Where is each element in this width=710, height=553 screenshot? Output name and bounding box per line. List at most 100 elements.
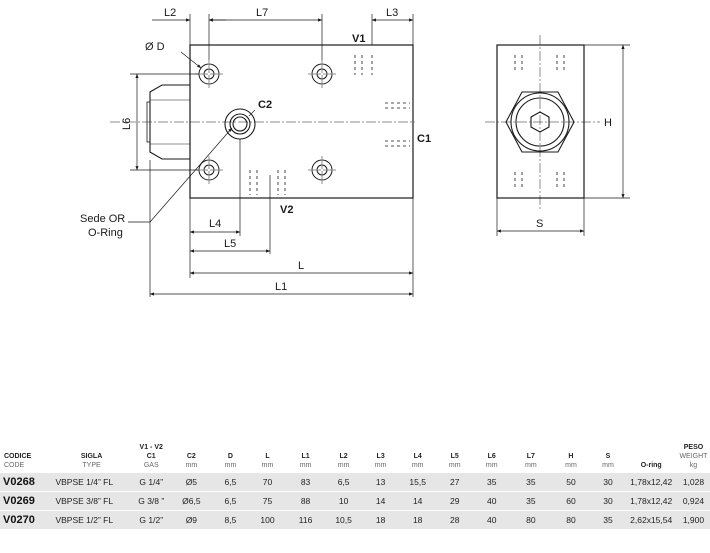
column-header: C2 mm bbox=[171, 428, 212, 473]
label-v2: V2 bbox=[280, 204, 293, 216]
front-view bbox=[110, 44, 415, 199]
cell-code: V0270 bbox=[0, 510, 52, 530]
header-text: mm bbox=[448, 462, 461, 469]
cell-l6: 40 bbox=[473, 491, 511, 511]
header-text: CODE bbox=[4, 462, 25, 469]
cell-h: 60 bbox=[551, 491, 591, 511]
cell-type: VBPSE 1/2” FL bbox=[51, 510, 132, 530]
cell-l3: 13 bbox=[362, 473, 400, 492]
cell-code: V0269 bbox=[0, 491, 52, 511]
cell-l6: 35 bbox=[473, 473, 511, 492]
header-text: L2 bbox=[339, 453, 348, 460]
label-h: H bbox=[604, 117, 612, 129]
cell-l5: 29 bbox=[436, 491, 474, 511]
cell-s: 30 bbox=[590, 491, 626, 511]
cell-l1: 88 bbox=[286, 491, 326, 511]
column-header: CODICE CODE bbox=[0, 428, 51, 473]
cell-l2: 6,5 bbox=[325, 473, 363, 492]
label-v1: V1 bbox=[352, 33, 365, 45]
header-text: L1 bbox=[301, 453, 310, 460]
header-text: H bbox=[568, 453, 574, 460]
cell-h: 80 bbox=[551, 510, 591, 530]
c2-port bbox=[224, 108, 256, 140]
cell-l3: 18 bbox=[362, 510, 400, 530]
cell-d: 6,5 bbox=[211, 491, 249, 511]
cell-gas: G 3/8 ” bbox=[131, 491, 171, 511]
cell-c2: Ø9 bbox=[170, 510, 212, 530]
label-seat-en: O-Ring bbox=[88, 227, 123, 239]
cell-c2: Ø6,5 bbox=[170, 491, 212, 511]
header-text: PESO bbox=[683, 444, 704, 451]
header-text: GAS bbox=[143, 462, 159, 469]
hidden-bores bbox=[249, 55, 410, 195]
cell-l3: 14 bbox=[362, 491, 400, 511]
side-dimensions bbox=[496, 44, 630, 236]
header-text: L5 bbox=[450, 453, 459, 460]
label-seat-it: Sede OR bbox=[80, 213, 125, 225]
cell-l5: 28 bbox=[436, 510, 474, 530]
column-header: O-ring bbox=[625, 428, 676, 473]
cell-s: 30 bbox=[590, 473, 626, 492]
header-text: CODICE bbox=[4, 453, 32, 460]
header-text: mm bbox=[185, 462, 198, 469]
header-text: O-ring bbox=[640, 462, 662, 469]
cell-weight: 1,900 bbox=[676, 510, 710, 530]
cell-type: VBPSE 1/4” FL bbox=[51, 473, 132, 492]
header-text: S bbox=[605, 453, 611, 460]
label-d: Ø D bbox=[145, 41, 165, 53]
header-text: TYPE bbox=[82, 462, 101, 469]
cell-d: 6,5 bbox=[211, 473, 249, 492]
header-text: L3 bbox=[376, 453, 385, 460]
cell-l: 100 bbox=[248, 510, 286, 530]
column-header: L5 mm bbox=[436, 428, 473, 473]
mounting-hole bbox=[311, 159, 333, 181]
label-l2: L2 bbox=[164, 7, 176, 19]
cell-l7: 35 bbox=[510, 491, 552, 511]
cell-gas: G 1/4” bbox=[131, 473, 171, 492]
cell-l6: 40 bbox=[473, 510, 511, 530]
cell-l: 75 bbox=[248, 491, 286, 511]
label-l3: L3 bbox=[386, 7, 398, 19]
cell-l4: 18 bbox=[399, 510, 437, 530]
front-dimensions bbox=[128, 14, 414, 297]
cell-gas: G 1/2” bbox=[131, 510, 171, 530]
leader-seat bbox=[128, 127, 233, 223]
header-text: L4 bbox=[413, 453, 422, 460]
cell-code: V0268 bbox=[0, 473, 52, 492]
cell-l: 70 bbox=[248, 473, 286, 492]
header-text: V1 - V2 bbox=[139, 444, 163, 451]
cell-l7: 80 bbox=[510, 510, 552, 530]
leader-c2 bbox=[248, 109, 256, 117]
label-l5: L5 bbox=[224, 238, 236, 250]
cell-s: 35 bbox=[590, 510, 626, 530]
header-text: C2 bbox=[186, 453, 196, 460]
cell-l4: 15,5 bbox=[399, 473, 437, 492]
header-text: mm bbox=[524, 462, 537, 469]
header-text: L7 bbox=[526, 453, 535, 460]
header-text: mm bbox=[485, 462, 498, 469]
header-text: mm bbox=[337, 462, 350, 469]
mounting-hole bbox=[311, 63, 333, 85]
cell-oring: 1,78x12,42 bbox=[625, 491, 677, 511]
label-c1: C1 bbox=[417, 133, 431, 145]
cell-l5: 27 bbox=[436, 473, 474, 492]
cell-c2: Ø5 bbox=[170, 473, 212, 492]
side-view bbox=[485, 35, 600, 210]
valve-body bbox=[189, 44, 414, 199]
label-l6: L6 bbox=[121, 118, 133, 130]
cell-l7: 35 bbox=[510, 473, 552, 492]
